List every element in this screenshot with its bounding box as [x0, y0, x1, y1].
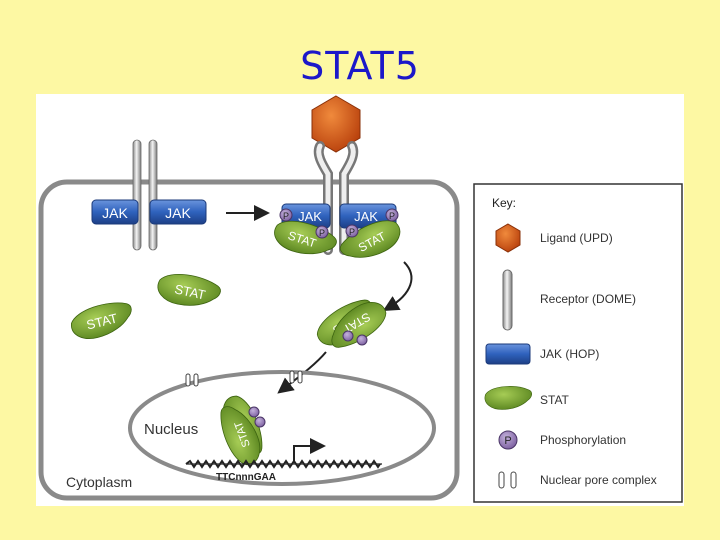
- phosphate-circle: P: [279, 208, 293, 222]
- key-item-label: JAK (HOP): [540, 347, 599, 361]
- phosphate-circle: [254, 416, 266, 428]
- phosphate-label: P: [504, 435, 511, 447]
- jak-label: JAK: [102, 205, 128, 221]
- stat-free-upper: STAT: [154, 268, 223, 313]
- jak-label: JAK: [298, 209, 322, 224]
- jak-label: JAK: [165, 205, 191, 221]
- phosphate-circle: [248, 406, 260, 418]
- phosphate-label: P: [349, 227, 355, 237]
- key-item-label: Receptor (DOME): [540, 292, 636, 306]
- jak-label: JAK: [354, 209, 378, 224]
- nuclear-import-arrow: [277, 351, 327, 394]
- nuclear-pore: [289, 370, 303, 384]
- key-title: Key:: [492, 196, 516, 210]
- cytoplasm-label: Cytoplasm: [66, 474, 132, 490]
- stat-free-lower: STAT: [67, 297, 137, 344]
- jak-box-left: JAK: [91, 199, 139, 225]
- key-item-label: STAT: [540, 393, 570, 407]
- dna-sequence-label: TTCnnnGAA: [216, 472, 276, 483]
- receptor-unbound: [132, 139, 158, 251]
- ligand-hexagon: [311, 95, 361, 153]
- jak-icon: [485, 343, 531, 365]
- nucleus-label: Nucleus: [144, 421, 198, 438]
- receptor-icon: [502, 269, 513, 331]
- receptor-bound: [313, 141, 359, 255]
- key-item-label: Ligand (UPD): [540, 231, 613, 245]
- nuclear-pore: [185, 373, 199, 387]
- phosphate-circle: [356, 334, 368, 346]
- phosphate-circle: P: [385, 208, 399, 222]
- slide-title: STAT5: [300, 44, 420, 88]
- stat-docked-left: STAT: [270, 214, 340, 264]
- dimerization-arrow: [382, 261, 413, 312]
- stat-dimer-nucleus: STAT STAT: [214, 391, 268, 470]
- nuclear-pore-icon: [498, 471, 517, 489]
- phosphate-circle: P: [345, 224, 359, 238]
- phosphate-icon: P: [498, 430, 518, 450]
- phosphate-label: P: [319, 228, 325, 238]
- key-item-label: Phosphorylation: [540, 433, 626, 447]
- phosphate-circle: [342, 330, 354, 342]
- jak-box-right: JAK: [149, 199, 207, 225]
- nucleus-membrane: [128, 370, 436, 486]
- stat-docked-right: STAT: [335, 212, 407, 270]
- jak-stat-diagram: JAK JAK JAK JAK STAT STAT P P: [36, 94, 684, 506]
- phosphate-label: P: [283, 211, 289, 221]
- stat-label: STAT: [85, 310, 119, 332]
- phosphate-label: P: [389, 211, 395, 221]
- phosphate-circle: P: [315, 225, 329, 239]
- cell-membrane: [38, 179, 460, 501]
- key-item-label: Nuclear pore complex: [540, 473, 657, 487]
- ligand-icon: [495, 223, 521, 253]
- stat-dimer-cytoplasm: STAT STAT: [310, 293, 393, 354]
- transcription-start-arrow: [293, 438, 326, 462]
- stat-label: STAT: [173, 281, 207, 302]
